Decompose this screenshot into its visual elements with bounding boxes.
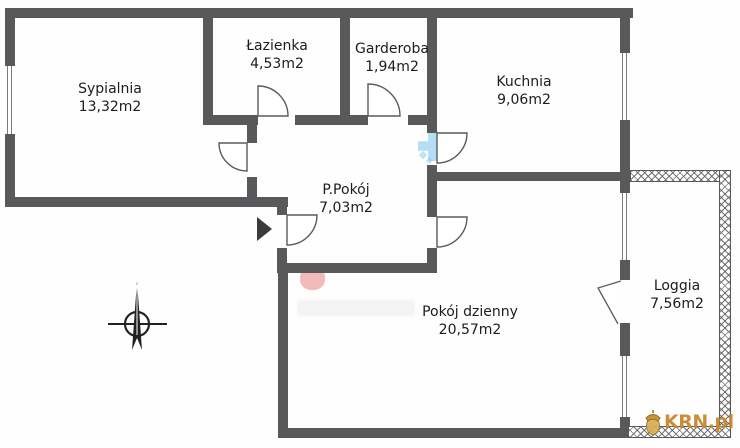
- wall-living-right-a: [620, 263, 630, 280]
- wall-sypialnia-bottom: [5, 197, 288, 207]
- krn-logo: KRN.pl: [643, 408, 734, 436]
- acorn-logo-icon: [645, 410, 661, 435]
- wall-hall-left-upper-b: [247, 177, 257, 207]
- window-living-upper: [620, 190, 630, 263]
- room-name: Loggia: [653, 278, 701, 294]
- wall-living-left: [278, 263, 288, 438]
- wall-outer-top: [5, 8, 633, 18]
- loggia-wall-top-hatched: [630, 170, 730, 182]
- wall-entrance-upper: [277, 207, 287, 215]
- krn-logo-text: KRN.pl: [664, 411, 734, 433]
- wall-lazienka-bottom-b: [295, 115, 368, 125]
- wall-living-right-b: [620, 323, 630, 353]
- wall-lazienka-bottom-a: [203, 115, 258, 125]
- north-arrow-compass-icon: [108, 281, 167, 350]
- room-area: 13,32m2: [78, 99, 142, 115]
- room-label-garderoba: Garderoba 1,94m2: [355, 40, 429, 76]
- wall-living-bottom: [278, 428, 628, 438]
- door-lazienka: [257, 85, 289, 117]
- wall-sypialnia-lazienka: [203, 8, 213, 125]
- wall-hall-left-upper-a: [247, 117, 257, 143]
- room-label-sypialnia: Sypialnia 13,32m2: [78, 80, 142, 116]
- window-living-lower: [620, 353, 630, 420]
- wall-entrance-lower: [277, 248, 287, 263]
- room-area: 9,06m2: [497, 92, 551, 108]
- room-label-kuchnia: Kuchnia 9,06m2: [496, 73, 551, 109]
- wall-outer-left-upper: [5, 8, 15, 63]
- room-label-loggia: Loggia 7,56m2: [650, 277, 704, 313]
- entrance-arrow-icon: [257, 217, 272, 241]
- wall-kitchen-right-top: [620, 8, 630, 50]
- room-area: 20,57m2: [438, 322, 502, 338]
- wall-garderoba-bottom-c: [408, 115, 437, 125]
- wall-hall-right-low: [427, 248, 437, 273]
- room-name: Kuchnia: [496, 74, 552, 90]
- watermark-dot: [418, 150, 428, 160]
- faint-watermark-text: [297, 300, 415, 316]
- wall-hall-right-mid: [427, 165, 437, 217]
- room-name: Łazienka: [246, 38, 308, 54]
- door-balcony: [597, 280, 622, 325]
- door-kuchnia: [436, 132, 468, 164]
- wall-living-right-c: [620, 420, 630, 438]
- wall-garderoba-kuchnia: [427, 8, 437, 133]
- room-area: 7,56m2: [650, 296, 704, 312]
- loggia-wall-right-hatched: [719, 170, 731, 438]
- room-label-lazienka: Łazienka 4,53m2: [246, 37, 308, 73]
- wall-kitchen-bottom: [432, 172, 628, 181]
- door-entrance: [286, 214, 318, 246]
- window-kuchnia: [620, 50, 630, 123]
- door-living: [436, 216, 468, 248]
- wall-hall-bottom: [277, 263, 435, 273]
- room-label-pokoj-dzienny: Pokój dzienny 20,57m2: [422, 303, 518, 339]
- window-sypialnia: [5, 63, 15, 137]
- door-sypialnia: [218, 142, 248, 172]
- room-area: 1,94m2: [365, 59, 419, 75]
- door-garderoba: [367, 83, 401, 117]
- wall-outer-left-lower: [5, 137, 15, 207]
- room-name: P.Pokój: [322, 182, 370, 198]
- room-area: 4,53m2: [250, 56, 304, 72]
- room-label-przedpokoj: P.Pokój 7,03m2: [319, 181, 373, 217]
- room-name: Garderoba: [355, 41, 429, 57]
- room-name: Pokój dzienny: [422, 304, 518, 320]
- wall-kitchen-right-mid: [620, 123, 630, 190]
- loggia-wall-bottom-hatched: [628, 426, 731, 438]
- room-name: Sypialnia: [78, 81, 142, 97]
- wall-lazienka-garderoba: [340, 8, 350, 125]
- room-area: 7,03m2: [319, 200, 373, 216]
